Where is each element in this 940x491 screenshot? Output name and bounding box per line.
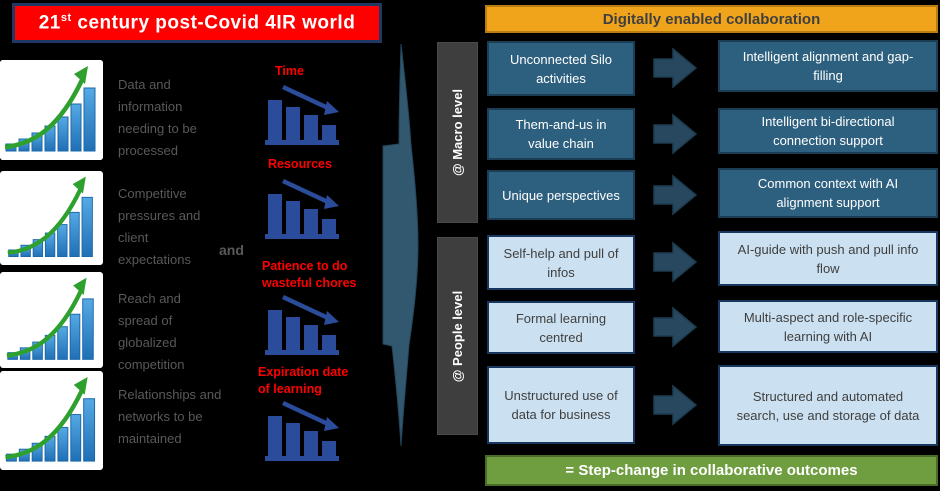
- decline-label: Patience to do wasteful chores: [262, 259, 357, 290]
- right-arrow-icon: [653, 241, 697, 283]
- decline-label: Resources: [268, 157, 332, 171]
- pressure-label: Relationships and networks to be maintai…: [118, 387, 222, 446]
- right-arrow-icon: [653, 306, 697, 348]
- title-banner: 21st century post-Covid 4IR world: [12, 3, 382, 43]
- pressure-label: Competitive pressures and client expecta…: [118, 186, 201, 267]
- decline-chart-icon: [265, 400, 365, 462]
- outcome-banner-label: = Step-change in collaborative outcomes: [565, 462, 858, 479]
- people-level-label: @ People level: [450, 290, 466, 382]
- macro-from-box: Unique perspectives: [487, 170, 635, 220]
- tab-macro-level: @ Macro level: [437, 42, 478, 223]
- pressure-label: Reach and spread of globalized competiti…: [118, 291, 185, 372]
- growth-chart-icon: [0, 60, 103, 160]
- collaboration-banner: Digitally enabled collaboration: [485, 5, 938, 33]
- growth-chart-icon: [0, 371, 103, 470]
- decline-chart-icon: [265, 294, 365, 356]
- decline-chart-icon: [265, 84, 365, 146]
- decline-label: Time: [275, 64, 304, 78]
- outcome-banner: = Step-change in collaborative outcomes: [485, 455, 938, 486]
- right-arrow-icon: [653, 174, 697, 216]
- macro-to-box: Intelligent alignment and gap-filling: [718, 40, 938, 92]
- right-arrow-icon: [653, 113, 697, 155]
- people-from-box: Self-help and pull of infos: [487, 235, 635, 290]
- people-to-box: Multi-aspect and role-specific learning …: [718, 300, 938, 353]
- pressure-label: Data and information needing to be proce…: [118, 77, 197, 158]
- tab-people-level: @ People level: [437, 237, 478, 435]
- title-text: 21st century post-Covid 4IR world: [38, 11, 356, 34]
- decline-chart-icon: [265, 178, 365, 240]
- macro-to-box: Intelligent bi-directional connection su…: [718, 108, 938, 154]
- right-arrow-icon: [653, 384, 697, 426]
- collaboration-banner-label: Digitally enabled collaboration: [602, 10, 821, 28]
- people-from-box: Unstructured use of data for business: [487, 366, 635, 444]
- people-to-box: Structured and automated search, use and…: [718, 365, 938, 446]
- growth-chart-icon: [0, 171, 103, 265]
- sweep-brace-icon: [378, 40, 423, 455]
- right-arrow-icon: [653, 47, 697, 89]
- macro-level-label: @ Macro level: [450, 88, 466, 177]
- people-to-box: AI-guide with push and pull info flow: [718, 231, 938, 286]
- conjunction-text: and: [219, 242, 244, 258]
- macro-from-box: Unconnected Silo activities: [487, 41, 635, 96]
- growth-chart-icon: [0, 272, 103, 368]
- people-from-box: Formal learning centred: [487, 301, 635, 354]
- decline-label: Expiration date of learning: [258, 365, 349, 396]
- macro-to-box: Common context with AI alignment support: [718, 168, 938, 218]
- macro-from-box: Them-and-us in value chain: [487, 108, 635, 160]
